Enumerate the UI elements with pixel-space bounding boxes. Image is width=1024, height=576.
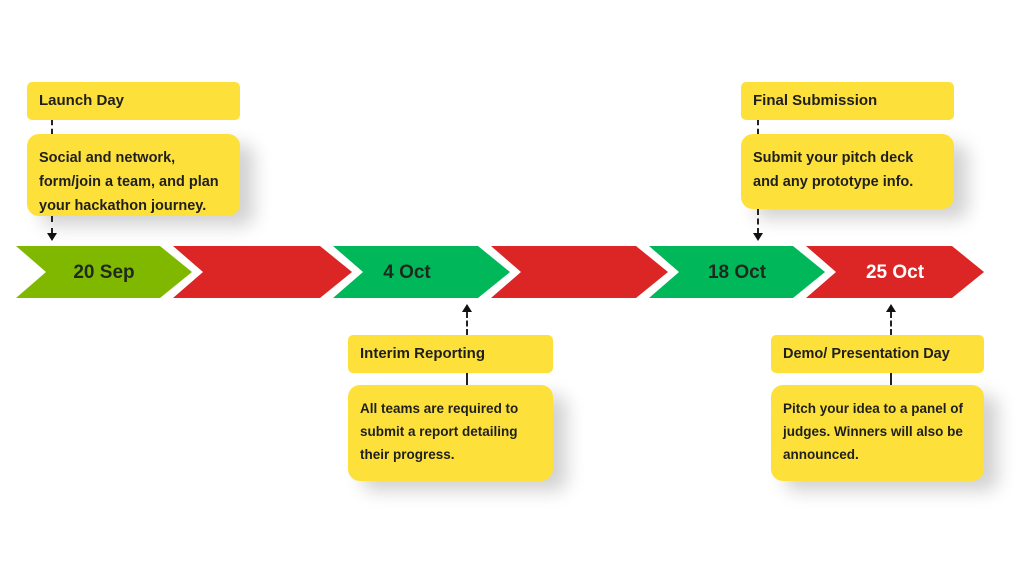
demo-connector-bottom [890, 373, 892, 385]
arrow-up-icon [462, 304, 472, 312]
timeline-segment-20-sep [16, 246, 192, 298]
timeline-segment-4-oct [333, 246, 510, 298]
arrow-down-icon [753, 233, 763, 241]
arrow-down-icon [47, 233, 57, 241]
interim-reporting-title: Interim Reporting [348, 335, 553, 373]
date-label-25-oct: 25 Oct [865, 262, 925, 283]
interim-connector-top [466, 312, 468, 335]
final-submission-description: Submit your pitch deck and any prototype… [741, 134, 954, 209]
final-connector-bottom [757, 209, 759, 234]
timeline-segment-4 [491, 246, 668, 298]
launch-connector-top [51, 120, 53, 134]
timeline-segment-25-oct [806, 246, 984, 298]
final-submission-title: Final Submission [741, 82, 954, 120]
date-label-4-oct: 4 Oct [383, 262, 431, 283]
interim-connector-bottom [466, 373, 468, 385]
date-label-18-oct: 18 Oct [707, 262, 767, 283]
launch-day-title: Launch Day [27, 82, 240, 120]
date-label-20-sep: 20 Sep [73, 262, 135, 283]
arrow-up-icon [886, 304, 896, 312]
interim-reporting-description: All teams are required to submit a repor… [348, 385, 553, 481]
timeline-segment-18-oct [649, 246, 825, 298]
demo-connector-top [890, 312, 892, 335]
final-connector-top [757, 120, 759, 134]
launch-day-description: Social and network, form/join a team, an… [27, 134, 240, 216]
demo-day-description: Pitch your idea to a panel of judges. Wi… [771, 385, 984, 481]
launch-connector-bottom [51, 216, 53, 234]
timeline-segment-2 [173, 246, 352, 298]
demo-day-title: Demo/ Presentation Day [771, 335, 984, 373]
